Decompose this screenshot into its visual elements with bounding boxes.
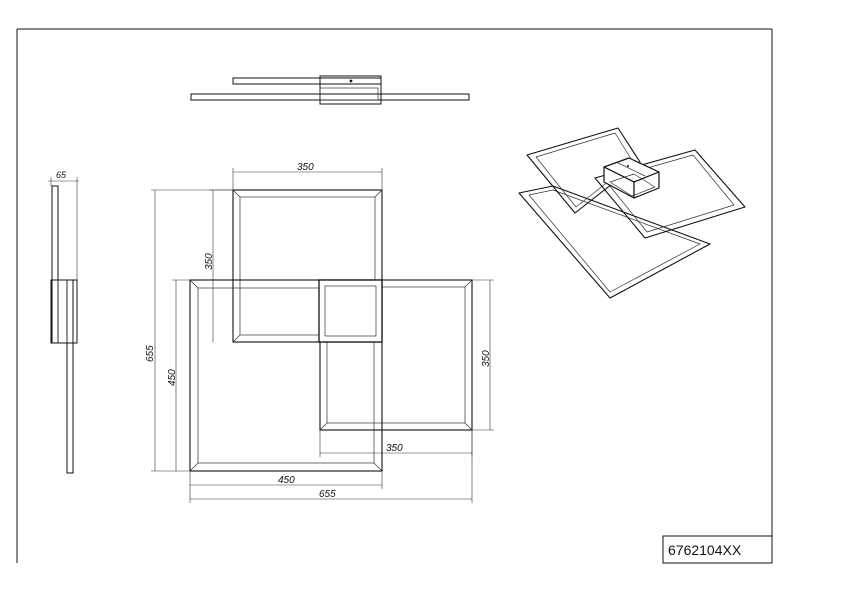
dim-right-height: 350 (481, 350, 492, 367)
sheet-border (16, 28, 773, 563)
top-square-frame (232, 189, 383, 343)
model-number: 6762104XX (668, 542, 742, 558)
top-view (190, 75, 470, 105)
dim-overall-width: 655 (319, 489, 336, 500)
central-canopy (318, 279, 383, 343)
dim-side-depth: 65 (56, 170, 67, 180)
front-view (189, 189, 473, 472)
dimension-lines: 350 350 655 450 350 350 450 655 (145, 162, 494, 503)
dim-large-height: 450 (167, 369, 178, 386)
dim-top-height: 350 (204, 253, 215, 270)
dim-overall-height: 655 (145, 345, 156, 362)
dim-large-width: 450 (278, 475, 295, 486)
isometric-view (518, 127, 746, 299)
title-block: 6762104XX (662, 535, 773, 564)
dim-top-width: 350 (297, 162, 314, 173)
side-view: 65 (48, 170, 79, 474)
dim-right-width: 350 (386, 443, 403, 454)
